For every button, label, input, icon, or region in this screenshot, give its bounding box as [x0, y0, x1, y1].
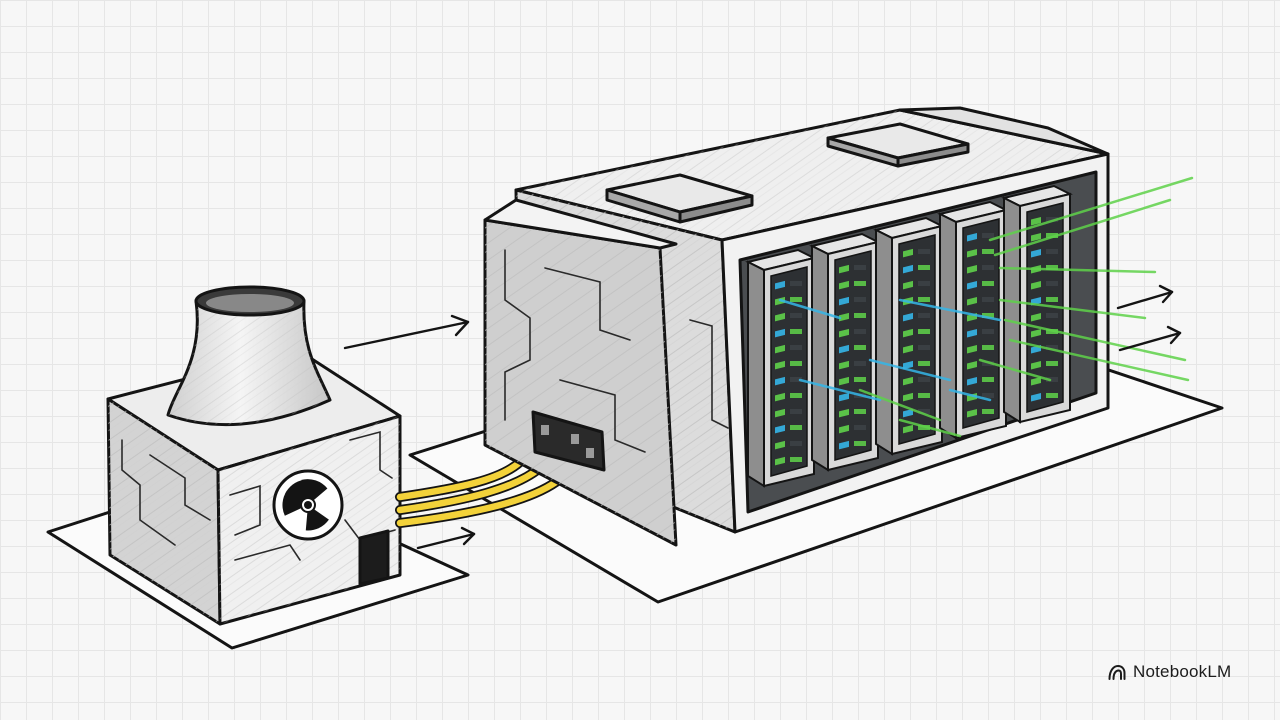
rack-led — [790, 393, 802, 398]
rack-led — [854, 297, 866, 302]
reactor-building — [108, 287, 400, 624]
rack-led — [918, 313, 930, 318]
server-rack-2 — [812, 234, 878, 470]
rack-led — [982, 345, 994, 350]
rack-led — [790, 457, 802, 462]
rack-led — [982, 297, 994, 302]
rack-led — [982, 377, 994, 382]
rack-led — [1046, 361, 1058, 366]
rack-led — [918, 281, 930, 286]
rack-led — [982, 233, 994, 238]
reactor-door — [360, 531, 388, 584]
rack-led — [1046, 249, 1058, 254]
rack-led — [854, 345, 866, 350]
radiation-icon — [274, 471, 342, 539]
rack-led — [854, 377, 866, 382]
rack-led — [982, 409, 994, 414]
arrow-to-datacenter — [345, 316, 468, 348]
rack-led — [918, 361, 930, 366]
server-rack-3 — [876, 218, 942, 454]
rack-led — [1046, 393, 1058, 398]
rack-led — [982, 249, 994, 254]
rack-led — [854, 265, 866, 270]
server-rack-1 — [748, 250, 814, 486]
rack-led — [790, 409, 802, 414]
rack-led — [790, 297, 802, 302]
arrow-cable-flow — [418, 528, 474, 548]
rack-led — [918, 345, 930, 350]
rack-led — [982, 329, 994, 334]
rack-led — [982, 281, 994, 286]
rack-led — [982, 265, 994, 270]
rack-led — [918, 393, 930, 398]
rack-led — [790, 425, 802, 430]
notebooklm-logo-icon — [1108, 664, 1126, 680]
rack-led — [854, 329, 866, 334]
rack-led — [854, 409, 866, 414]
rack-led — [854, 425, 866, 430]
rack-led — [854, 313, 866, 318]
brand-watermark: NotebookLM — [1108, 658, 1231, 686]
rack-led — [1046, 313, 1058, 318]
rack-led — [790, 441, 802, 446]
rack-led — [1046, 281, 1058, 286]
rack-led — [918, 297, 930, 302]
cooling-tower — [168, 287, 330, 425]
rack-led — [790, 329, 802, 334]
rack-led — [854, 281, 866, 286]
arrow-output-top — [1118, 286, 1172, 308]
rack-led — [790, 361, 802, 366]
rack-led — [1046, 297, 1058, 302]
rack-led — [918, 265, 930, 270]
rack-led — [854, 361, 866, 366]
rack-led — [790, 345, 802, 350]
rack-led — [790, 281, 802, 286]
rack-led — [918, 377, 930, 382]
rack-led — [790, 313, 802, 318]
rack-led — [918, 329, 930, 334]
arrow-output-bottom — [1120, 327, 1180, 350]
rack-led — [918, 249, 930, 254]
rack-led — [854, 441, 866, 446]
brand-name: NotebookLM — [1133, 662, 1231, 682]
